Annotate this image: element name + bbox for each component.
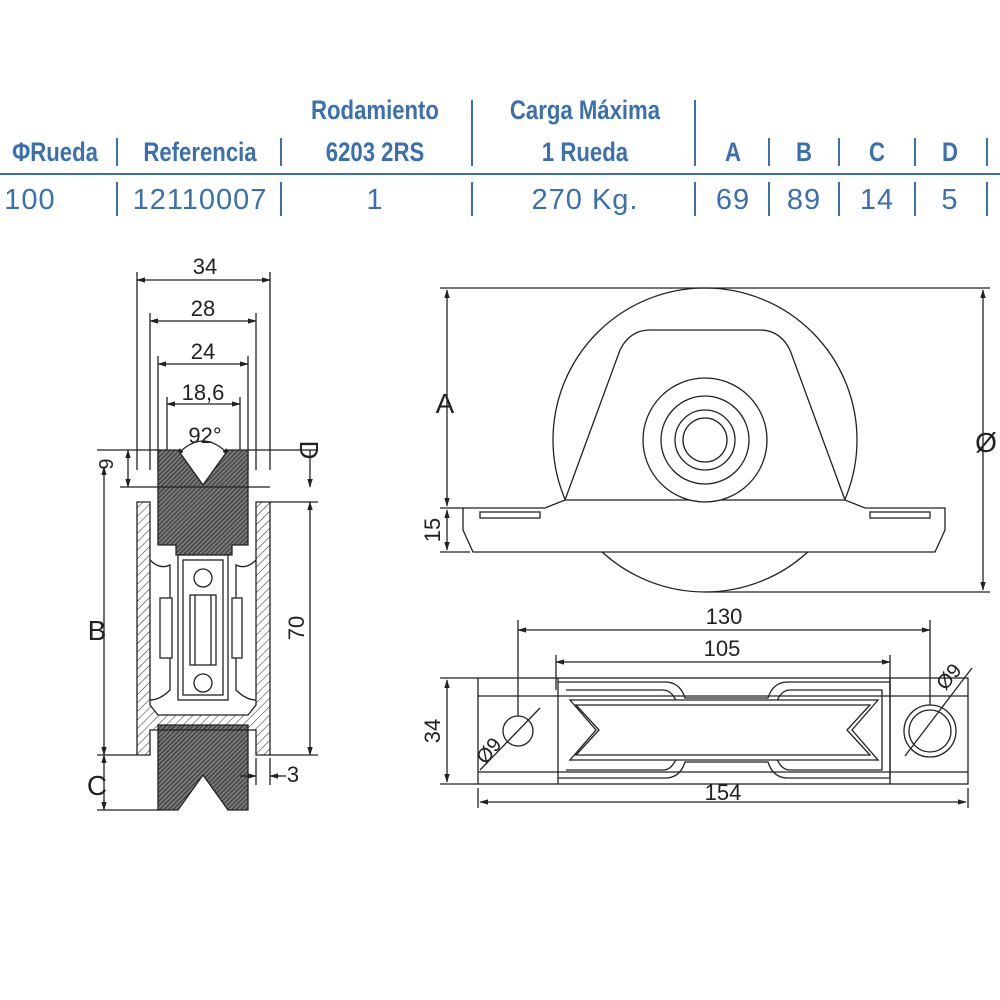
dim-130: 130 (706, 604, 743, 629)
header-rodamiento-line1: Rodamiento (311, 95, 439, 125)
dim-a: A (436, 388, 455, 419)
value-b: 89 (786, 184, 822, 216)
dim-b: B (88, 615, 107, 646)
column-separator (116, 138, 118, 166)
header-a: A (725, 137, 741, 167)
header-rodamiento-line2: 6203 2RS (325, 137, 425, 167)
section-view (97, 272, 318, 811)
dim-70: 70 (284, 616, 309, 640)
column-separator (694, 100, 696, 166)
table-header-rule (0, 173, 1000, 175)
dim-diameter: Ø (975, 427, 997, 458)
column-separator (914, 138, 916, 166)
header-rueda: ΦRueda (12, 137, 98, 167)
value-rodamiento: 1 (366, 184, 384, 216)
value-c: 14 (859, 184, 895, 216)
dim-24: 24 (191, 339, 215, 364)
column-separator (694, 182, 696, 216)
spec-table: ΦRueda Referencia Rodamiento 6203 2RS Ca… (0, 88, 1000, 228)
header-c: C (869, 137, 885, 167)
column-separator (471, 182, 473, 216)
dim-105: 105 (704, 636, 741, 661)
column-separator (280, 182, 282, 216)
column-separator (838, 182, 840, 216)
value-referencia: 12110007 (132, 184, 268, 216)
column-separator (768, 138, 770, 166)
column-separator (838, 138, 840, 166)
column-separator (914, 182, 916, 216)
header-carga-line1: Carga Máxima (509, 95, 661, 125)
header-d: D (942, 137, 958, 167)
dim-34: 34 (193, 254, 217, 279)
header-referencia: Referencia (143, 137, 257, 167)
dim-angle: 92° (188, 423, 221, 448)
column-separator (768, 182, 770, 216)
column-separator (471, 100, 473, 166)
dim-154: 154 (705, 780, 742, 805)
top-view (440, 620, 973, 808)
column-separator (986, 138, 988, 166)
dim-9: 9 (96, 458, 118, 469)
column-separator (986, 182, 988, 216)
value-a: 69 (715, 184, 751, 216)
value-carga: 270 Kg. (531, 184, 639, 216)
header-b: B (796, 137, 812, 167)
dim-15: 15 (420, 518, 445, 542)
value-d: 5 (941, 184, 959, 216)
dim-28: 28 (191, 296, 215, 321)
value-rueda: 100 (4, 184, 56, 216)
dim-18-6: 18,6 (182, 380, 225, 405)
header-carga-line2: 1 Rueda (541, 137, 629, 167)
column-separator (116, 182, 118, 216)
dim-d: D (294, 441, 324, 460)
dim-3: 3 (287, 762, 299, 787)
dim-34-top: 34 (420, 719, 445, 743)
dim-c: C (87, 770, 107, 801)
front-view (440, 287, 990, 593)
column-separator (280, 138, 282, 166)
